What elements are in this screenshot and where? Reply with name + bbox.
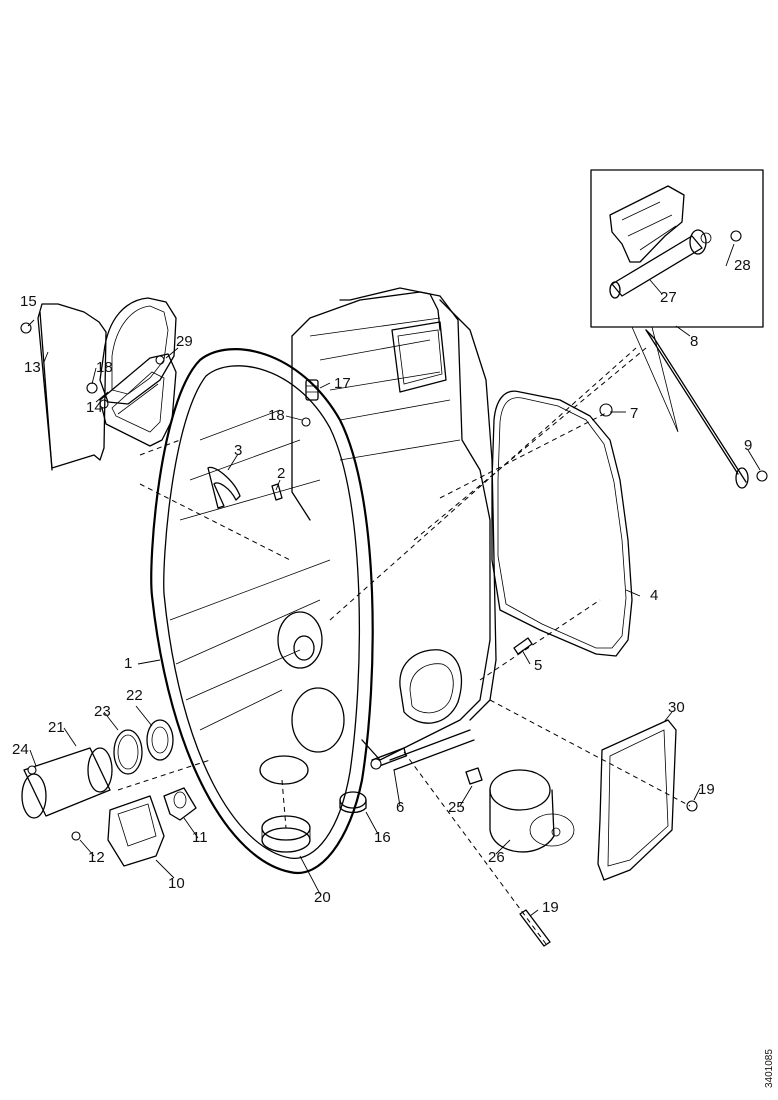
cover-30 [597,719,698,881]
plug-17 [301,379,319,427]
figure-code: 3401085 [764,1049,775,1088]
callout-25: 25 [448,799,465,816]
callout-30: 30 [668,699,685,716]
callout-11: 11 [192,829,208,846]
callout-18-center: 18 [268,407,285,424]
filter-26 [489,769,575,853]
cap-16 [339,791,367,814]
callout-15: 15 [20,293,37,310]
rod-19 [519,909,551,947]
gasket-4 [491,390,633,657]
callout-6: 6 [396,799,404,816]
ring-20 [261,815,311,853]
callout-4: 4 [650,587,658,604]
cover-10 [71,795,165,867]
callout-9: 9 [744,437,752,454]
callout-16: 16 [374,829,391,846]
callout-10: 10 [168,875,185,892]
callout-27: 27 [660,289,677,306]
callout-29: 29 [176,333,193,350]
part-11 [163,787,197,821]
callout-7: 7 [630,405,638,422]
callout-14: 14 [86,399,103,416]
callout-3: 3 [234,442,242,459]
callout-19-right: 19 [698,781,715,798]
pin-5 [513,637,533,655]
callout-8: 8 [690,333,698,350]
callout-22: 22 [126,687,143,704]
bearing-cover-21 [21,747,113,819]
callout-12: 12 [88,849,105,866]
gasket-13 [20,303,107,471]
callout-2: 2 [277,465,285,482]
callout-1: 1 [124,655,132,672]
callout-21: 21 [48,719,65,736]
callout-23: 23 [94,703,111,720]
callout-labels: 1 2 3 4 5 6 7 8 9 10 11 12 13 14 15 16 1… [12,257,752,916]
callout-5: 5 [534,657,542,674]
callout-19-bottom: 19 [542,899,559,916]
clip-3 [207,466,241,509]
callout-24: 24 [12,741,29,758]
inset-detail [590,169,764,433]
callout-13: 13 [24,359,41,376]
assembly-lines [117,347,691,945]
shaft-8 [645,329,768,489]
callout-26: 26 [488,849,505,866]
ring-23 [113,729,143,775]
leader-lines [27,243,761,917]
bolt-7 [599,403,613,417]
seal-22 [146,719,174,761]
gasket-14 [99,297,177,405]
callout-28: 28 [734,257,751,274]
housing-1 [150,287,497,875]
callout-20: 20 [314,889,331,906]
fitting-25 [465,767,483,785]
callout-18-top: 18 [96,359,113,376]
callout-17: 17 [334,375,351,392]
